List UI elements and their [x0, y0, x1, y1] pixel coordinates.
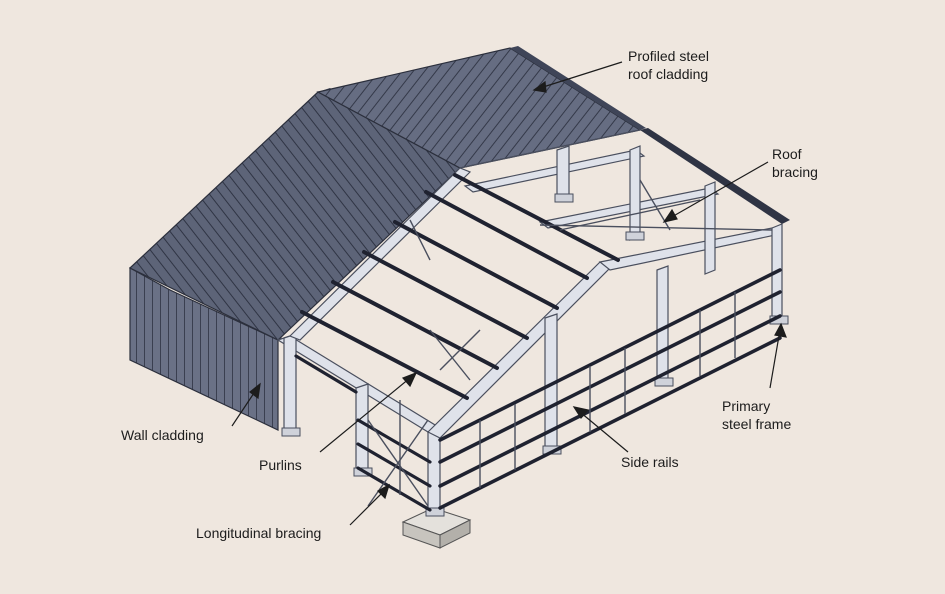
primary-steel-frame	[276, 145, 783, 515]
side-rails	[438, 268, 782, 510]
label-roof-bracing: Roof bracing	[772, 145, 818, 181]
label-longitudinal-bracing: Longitudinal bracing	[196, 525, 322, 541]
label-primary-steel-frame: Primary steel frame	[722, 397, 791, 433]
label-wall-cladding: Wall cladding	[121, 427, 204, 443]
foundation-pad	[401, 507, 472, 549]
label-roof-cladding-line-1: Profiled steel	[628, 48, 709, 64]
label-side-rails: Side rails	[621, 454, 679, 470]
label-primary-frame-line-1: Primary	[722, 398, 771, 414]
leader-lines	[231, 61, 787, 526]
label-purlins: Purlins	[259, 457, 302, 473]
label-roof-bracing-line-2: bracing	[772, 164, 818, 180]
label-roof-bracing-line-1: Roof	[772, 146, 802, 162]
side-rail-posts	[479, 292, 736, 488]
purlins	[300, 173, 620, 400]
gable-rails	[294, 354, 432, 512]
label-roof-cladding: Profiled steel roof cladding	[628, 47, 709, 83]
label-roof-cladding-line-2: roof cladding	[628, 66, 709, 82]
roof-edge-trim	[640, 128, 790, 224]
label-primary-frame-line-2: steel frame	[722, 416, 792, 432]
